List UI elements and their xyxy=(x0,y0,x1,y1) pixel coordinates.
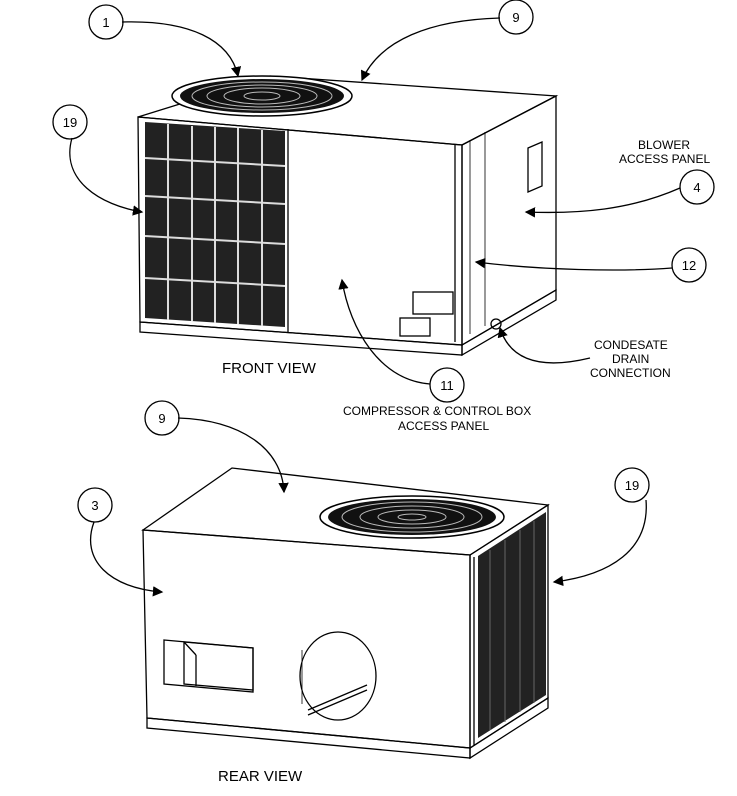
rear-access-panel-drawing xyxy=(142,529,471,749)
front-fan-grille xyxy=(171,75,353,117)
rear-unit xyxy=(141,467,550,760)
rear-fan-grille xyxy=(319,495,505,539)
drain-label-line1: CONDESATE xyxy=(594,338,668,352)
callout-9-rear: 9 xyxy=(144,400,180,436)
callout-19-front: 19 xyxy=(52,104,88,140)
callout-12: 12 xyxy=(671,247,707,283)
callout-9-front: 9 xyxy=(498,0,534,35)
drain-fitting xyxy=(490,318,502,330)
compressor-label-line2: ACCESS PANEL xyxy=(398,419,489,433)
blower-label-line2: ACCESS PANEL xyxy=(619,152,710,166)
callout-number: 9 xyxy=(158,411,165,426)
callout-19-rear: 19 xyxy=(614,467,650,503)
supply-duct-opening xyxy=(163,639,254,693)
front-view-title: FRONT VIEW xyxy=(222,360,317,377)
callout-number: 1 xyxy=(102,15,109,30)
callout-number: 9 xyxy=(512,10,519,25)
return-duct-opening xyxy=(299,631,377,721)
callout-number: 19 xyxy=(625,478,639,493)
callout-1: 1 xyxy=(88,4,124,40)
callout-4: 4 xyxy=(679,169,715,205)
front-unit xyxy=(137,75,559,357)
rear-view-title: REAR VIEW xyxy=(218,768,303,785)
callout-number: 3 xyxy=(91,498,98,513)
callout-number: 11 xyxy=(440,378,454,393)
callout-number: 4 xyxy=(693,180,700,195)
drain-label-line2: DRAIN xyxy=(612,352,649,366)
rear-coil-grille xyxy=(478,512,546,738)
callout-number: 19 xyxy=(63,115,77,130)
blower-label-line1: BLOWER xyxy=(638,138,690,152)
callout-number: 12 xyxy=(682,258,696,273)
drain-label-line3: CONNECTION xyxy=(590,366,671,380)
compressor-label-line1: COMPRESSOR & CONTROL BOX xyxy=(343,404,531,418)
leader-lines xyxy=(69,17,681,597)
callout-3: 3 xyxy=(77,487,113,523)
callout-11: 11 xyxy=(429,367,465,403)
front-coil-grille xyxy=(144,122,286,327)
